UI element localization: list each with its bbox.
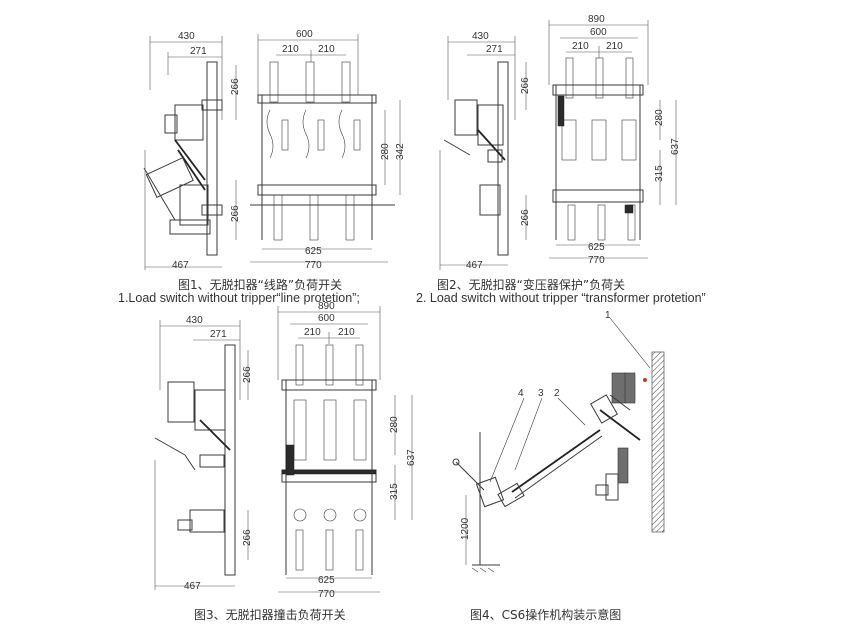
fig3-dim-i: 210 bbox=[338, 327, 355, 338]
fig3-dim-b: 271 bbox=[210, 329, 227, 340]
fig2-dim-e: 467 bbox=[466, 260, 483, 271]
fig3-dim-l: 315 bbox=[389, 483, 400, 500]
fig2-dim-k: 637 bbox=[670, 138, 681, 155]
fig1-dim-j: 342 bbox=[395, 143, 406, 160]
fig1-dim-a: 430 bbox=[178, 31, 195, 42]
fig2-dim-g: 600 bbox=[590, 27, 607, 38]
fig2-caption-en: 2. Load switch without tripper “transfor… bbox=[416, 291, 706, 305]
fig2-dim-n: 770 bbox=[588, 255, 605, 266]
fig2-dim-f: 890 bbox=[588, 14, 605, 25]
fig1-dim-h: 210 bbox=[318, 44, 335, 55]
fig2-dim-m: 625 bbox=[588, 242, 605, 253]
fig3-dim-j: 280 bbox=[389, 416, 400, 433]
fig2-dim-j: 280 bbox=[654, 109, 665, 126]
fig1-dim-g: 210 bbox=[282, 44, 299, 55]
fig3-dim-k: 637 bbox=[406, 449, 417, 466]
fig1-dim-i: 280 bbox=[380, 143, 391, 160]
fig3-dim-m: 625 bbox=[318, 575, 335, 586]
fig1-front-view: 600 210 210 280 342 625 bbox=[250, 29, 406, 271]
fig1-caption: 图1、无脱扣器“线路”负荷开关 bbox=[178, 278, 343, 292]
fig2-dim-c: 266 bbox=[520, 77, 531, 94]
fig3-caption: 图3、无脱扣器撞击负荷开关 bbox=[194, 608, 346, 622]
fig4-caption: 图4、CS6操作机构装示意图 bbox=[470, 608, 622, 622]
fig3-side-view: 430 271 266 266 467 bbox=[154, 315, 253, 592]
fig2-dim-l: 315 bbox=[654, 165, 665, 182]
fig4-callout-2: 2 bbox=[554, 388, 560, 399]
fig2-dim-b: 271 bbox=[486, 44, 503, 55]
fig4-callout-3: 3 bbox=[538, 388, 544, 399]
fig1-dim-k: 625 bbox=[305, 246, 322, 257]
fig1-dim-c: 266 bbox=[230, 78, 241, 95]
fig2-dim-a: 430 bbox=[472, 31, 489, 42]
fig1-dim-f: 600 bbox=[296, 29, 313, 40]
fig4-callout-1: 1 bbox=[605, 310, 611, 321]
fig1-caption-en: 1.Load switch without tripper“line prote… bbox=[118, 291, 360, 305]
fig1-dim-d: 266 bbox=[230, 205, 241, 222]
fig3-dim-e: 467 bbox=[184, 581, 201, 592]
fig2-dim-h: 210 bbox=[572, 41, 589, 52]
fig2-caption: 图2、无脱扣器“变压器保护”负荷关 bbox=[437, 278, 626, 292]
fig3-dim-f: 890 bbox=[318, 301, 335, 312]
fig4-cs6-mechanism: 1 4 3 2 1200 bbox=[452, 310, 665, 573]
fig4-dim-height: 1200 bbox=[460, 517, 471, 540]
fig3-dim-a: 430 bbox=[186, 315, 203, 326]
fig1-side-view: 430 271 266 266 467 bbox=[143, 31, 241, 271]
fig3-dim-d: 266 bbox=[242, 529, 253, 546]
fig2-side-view: 430 271 266 266 467 bbox=[439, 31, 531, 271]
fig3-dim-c: 266 bbox=[242, 366, 253, 383]
fig3-dim-h: 210 bbox=[304, 327, 321, 338]
fig3-dim-g: 600 bbox=[318, 313, 335, 324]
fig3-dim-n: 770 bbox=[318, 589, 335, 600]
fig3-front-view: 890 600 210 210 280 637 bbox=[277, 301, 417, 600]
fig4-callout-4: 4 bbox=[518, 388, 524, 399]
fig1-dim-l: 770 bbox=[305, 260, 322, 271]
fig2-front-view: 890 600 210 210 280 637 315 625 bbox=[548, 14, 681, 266]
fig1-dim-e: 467 bbox=[172, 260, 189, 271]
fig2-dim-i: 210 bbox=[606, 41, 623, 52]
fig2-dim-d: 266 bbox=[520, 209, 531, 226]
fig1-dim-b: 271 bbox=[190, 46, 207, 57]
